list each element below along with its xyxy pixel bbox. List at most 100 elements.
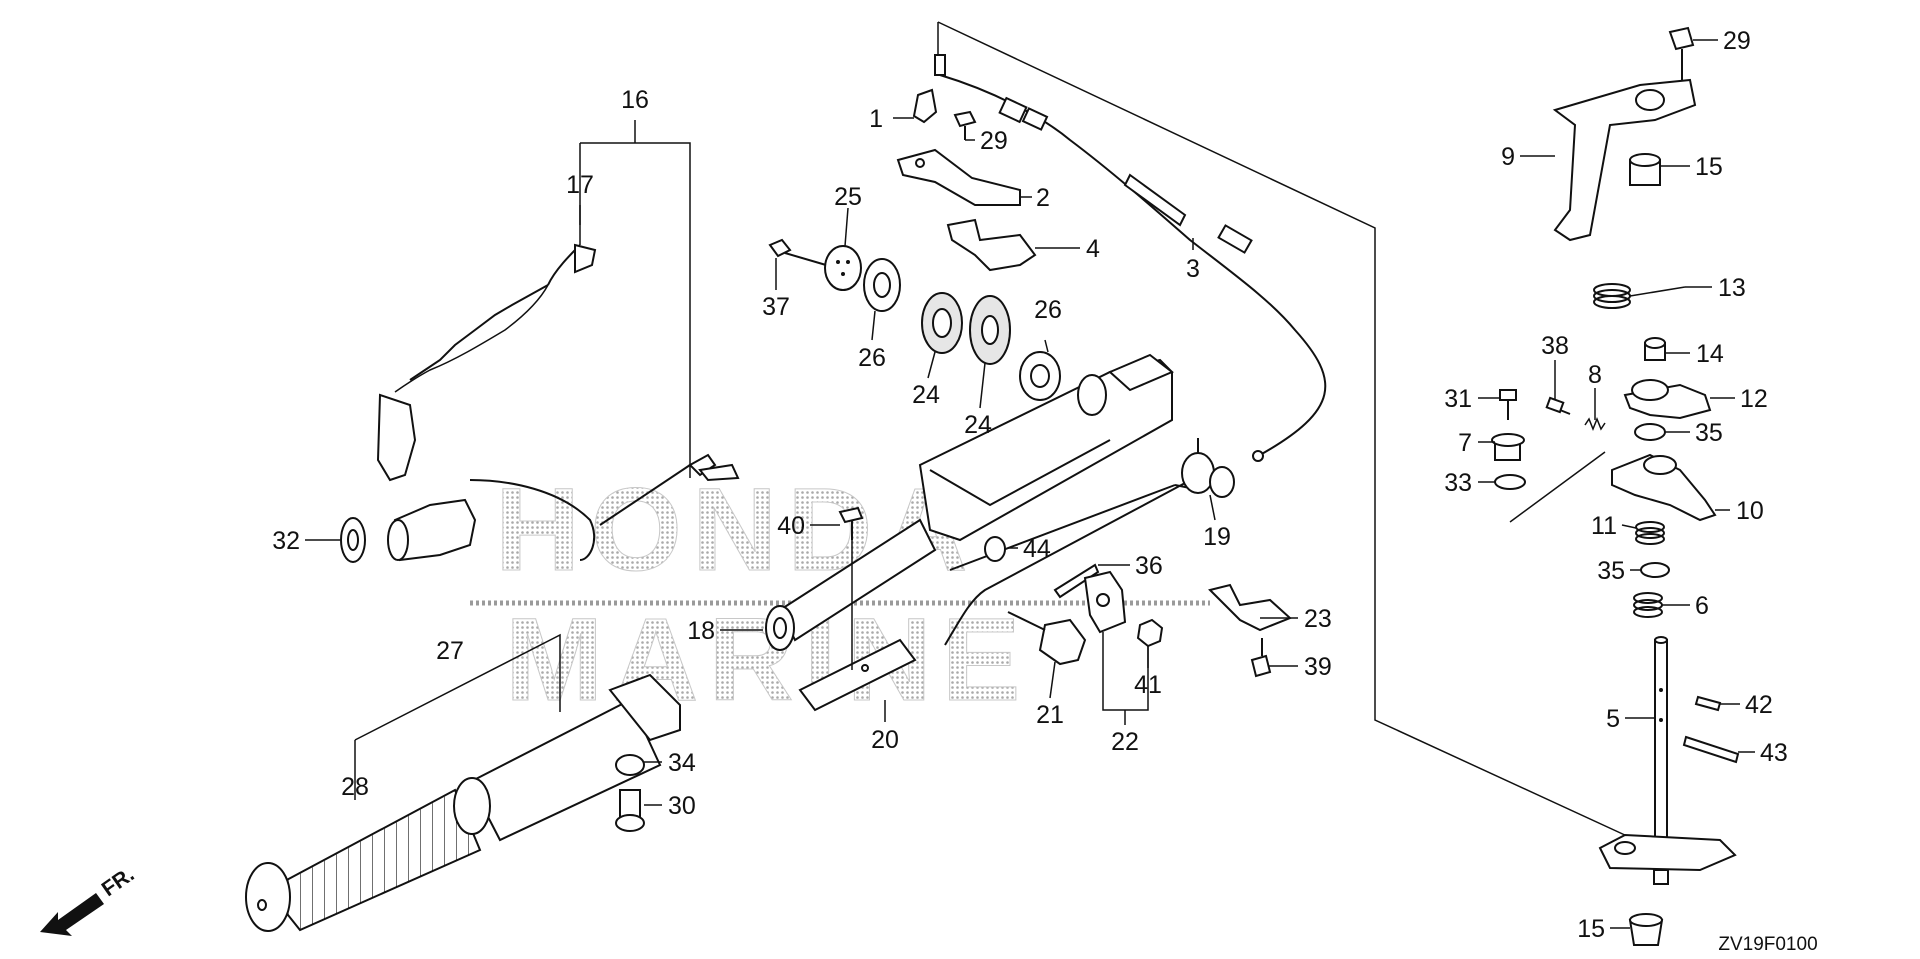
grip-20 <box>798 638 917 712</box>
spring-11 <box>1635 521 1665 545</box>
washer-35a <box>1634 423 1666 441</box>
friction-washer-24b <box>969 295 1011 365</box>
cable-plate <box>896 148 1021 206</box>
bolt-39 <box>1250 638 1272 678</box>
callout-12: 12 <box>1740 385 1768 413</box>
bracket-23 <box>1208 583 1292 632</box>
nut-41 <box>1136 618 1164 648</box>
callout-29b: 29 <box>1723 27 1751 55</box>
callout-24b: 24 <box>964 411 992 439</box>
callout-44: 44 <box>1023 535 1051 563</box>
leader-lines <box>305 39 1755 929</box>
friction-knob <box>1007 611 1087 666</box>
callout-20: 20 <box>871 726 899 754</box>
bolt-37 <box>768 238 827 266</box>
callout-18: 18 <box>687 617 715 645</box>
callout-10: 10 <box>1736 497 1764 525</box>
callout-30: 30 <box>668 792 696 820</box>
callout-22: 22 <box>1111 728 1139 756</box>
callout-37: 37 <box>762 293 790 321</box>
callout-33: 33 <box>1444 469 1472 497</box>
washer-26a <box>863 258 901 312</box>
throttle-arm-10 <box>1509 451 1717 523</box>
callout-2: 2 <box>1036 184 1050 212</box>
washer-44 <box>984 536 1006 562</box>
friction-washer-24a <box>921 292 963 354</box>
stop-switch <box>387 498 477 562</box>
cable-bracket <box>946 218 1037 272</box>
callout-17: 17 <box>566 171 594 199</box>
callout-15b: 15 <box>1577 915 1605 943</box>
grip-sleeve <box>453 673 681 842</box>
friction-plate <box>824 245 862 291</box>
callout-38: 38 <box>1541 332 1569 360</box>
throttle-grip <box>245 788 482 932</box>
throttle-shaft-5 <box>1598 636 1737 885</box>
callout-36: 36 <box>1135 552 1163 580</box>
pin-36 <box>1053 563 1100 599</box>
diagram-code: ZV19F0100 <box>1718 934 1817 955</box>
washer-34 <box>615 754 645 776</box>
collar-14 <box>1644 337 1666 361</box>
callout-41: 41 <box>1134 671 1162 699</box>
front-direction-label: FR. <box>98 863 139 901</box>
collar-7 <box>1491 433 1525 461</box>
part-callouts: 1 2 3 4 5 6 7 8 9 10 11 12 13 14 15 15 1… <box>272 27 1788 943</box>
nut-32 <box>340 517 366 563</box>
callout-25: 25 <box>834 183 862 211</box>
callout-11: 11 <box>1591 512 1617 540</box>
callout-42: 42 <box>1745 691 1773 719</box>
callout-7: 7 <box>1458 429 1472 457</box>
pin-43 <box>1682 735 1740 764</box>
tiller-arm <box>765 353 1174 651</box>
bushing-15b <box>1628 913 1664 946</box>
spring-13 <box>1593 283 1686 309</box>
callout-29a: 29 <box>980 127 1008 155</box>
bolt-40 <box>838 506 864 540</box>
watermark-line-1: HONDA <box>495 464 978 596</box>
stop-switch-rod <box>944 474 1201 646</box>
callout-21: 21 <box>1036 701 1064 729</box>
callout-14: 14 <box>1696 340 1724 368</box>
callout-32: 32 <box>272 527 300 555</box>
throttle-lever-12 <box>1623 379 1712 420</box>
spring-8 <box>1584 416 1606 432</box>
washer-33 <box>1494 474 1526 490</box>
bracket-9 <box>1552 78 1697 242</box>
bolt-29b <box>1668 26 1695 80</box>
callout-34: 34 <box>668 749 696 777</box>
callout-5: 5 <box>1606 705 1620 733</box>
callout-24a: 24 <box>912 381 940 409</box>
screw-38 <box>1545 396 1571 415</box>
callout-13: 13 <box>1718 274 1746 302</box>
callout-19: 19 <box>1203 523 1231 551</box>
callout-23: 23 <box>1304 605 1332 633</box>
callout-31: 31 <box>1444 385 1472 413</box>
callout-43: 43 <box>1760 739 1788 767</box>
callout-35b: 35 <box>1597 557 1625 585</box>
washer-35b <box>1640 562 1670 578</box>
callout-27: 27 <box>436 637 464 665</box>
callout-6: 6 <box>1695 592 1709 620</box>
callout-3: 3 <box>1186 255 1200 283</box>
bolt-31 <box>1499 389 1517 420</box>
callout-26b: 26 <box>1034 296 1062 324</box>
washer-26b <box>1019 351 1061 401</box>
callout-8: 8 <box>1588 361 1602 389</box>
front-direction-arrow: FR. <box>40 863 139 936</box>
callout-4: 4 <box>1086 235 1100 263</box>
emergency-stop-lanyard <box>376 243 597 482</box>
stop-switch-wire <box>469 453 740 561</box>
callout-9: 9 <box>1501 143 1515 171</box>
callout-28: 28 <box>341 773 369 801</box>
throttle-cable <box>934 54 1327 462</box>
watermark: HONDA MARINE <box>470 464 1210 727</box>
callout-16: 16 <box>621 86 649 114</box>
bushing-15a <box>1629 153 1661 186</box>
callout-1: 1 <box>869 105 883 133</box>
cable-end <box>1181 438 1235 498</box>
callout-40: 40 <box>777 512 805 540</box>
callout-39: 39 <box>1304 653 1332 681</box>
callout-35a: 35 <box>1695 419 1723 447</box>
